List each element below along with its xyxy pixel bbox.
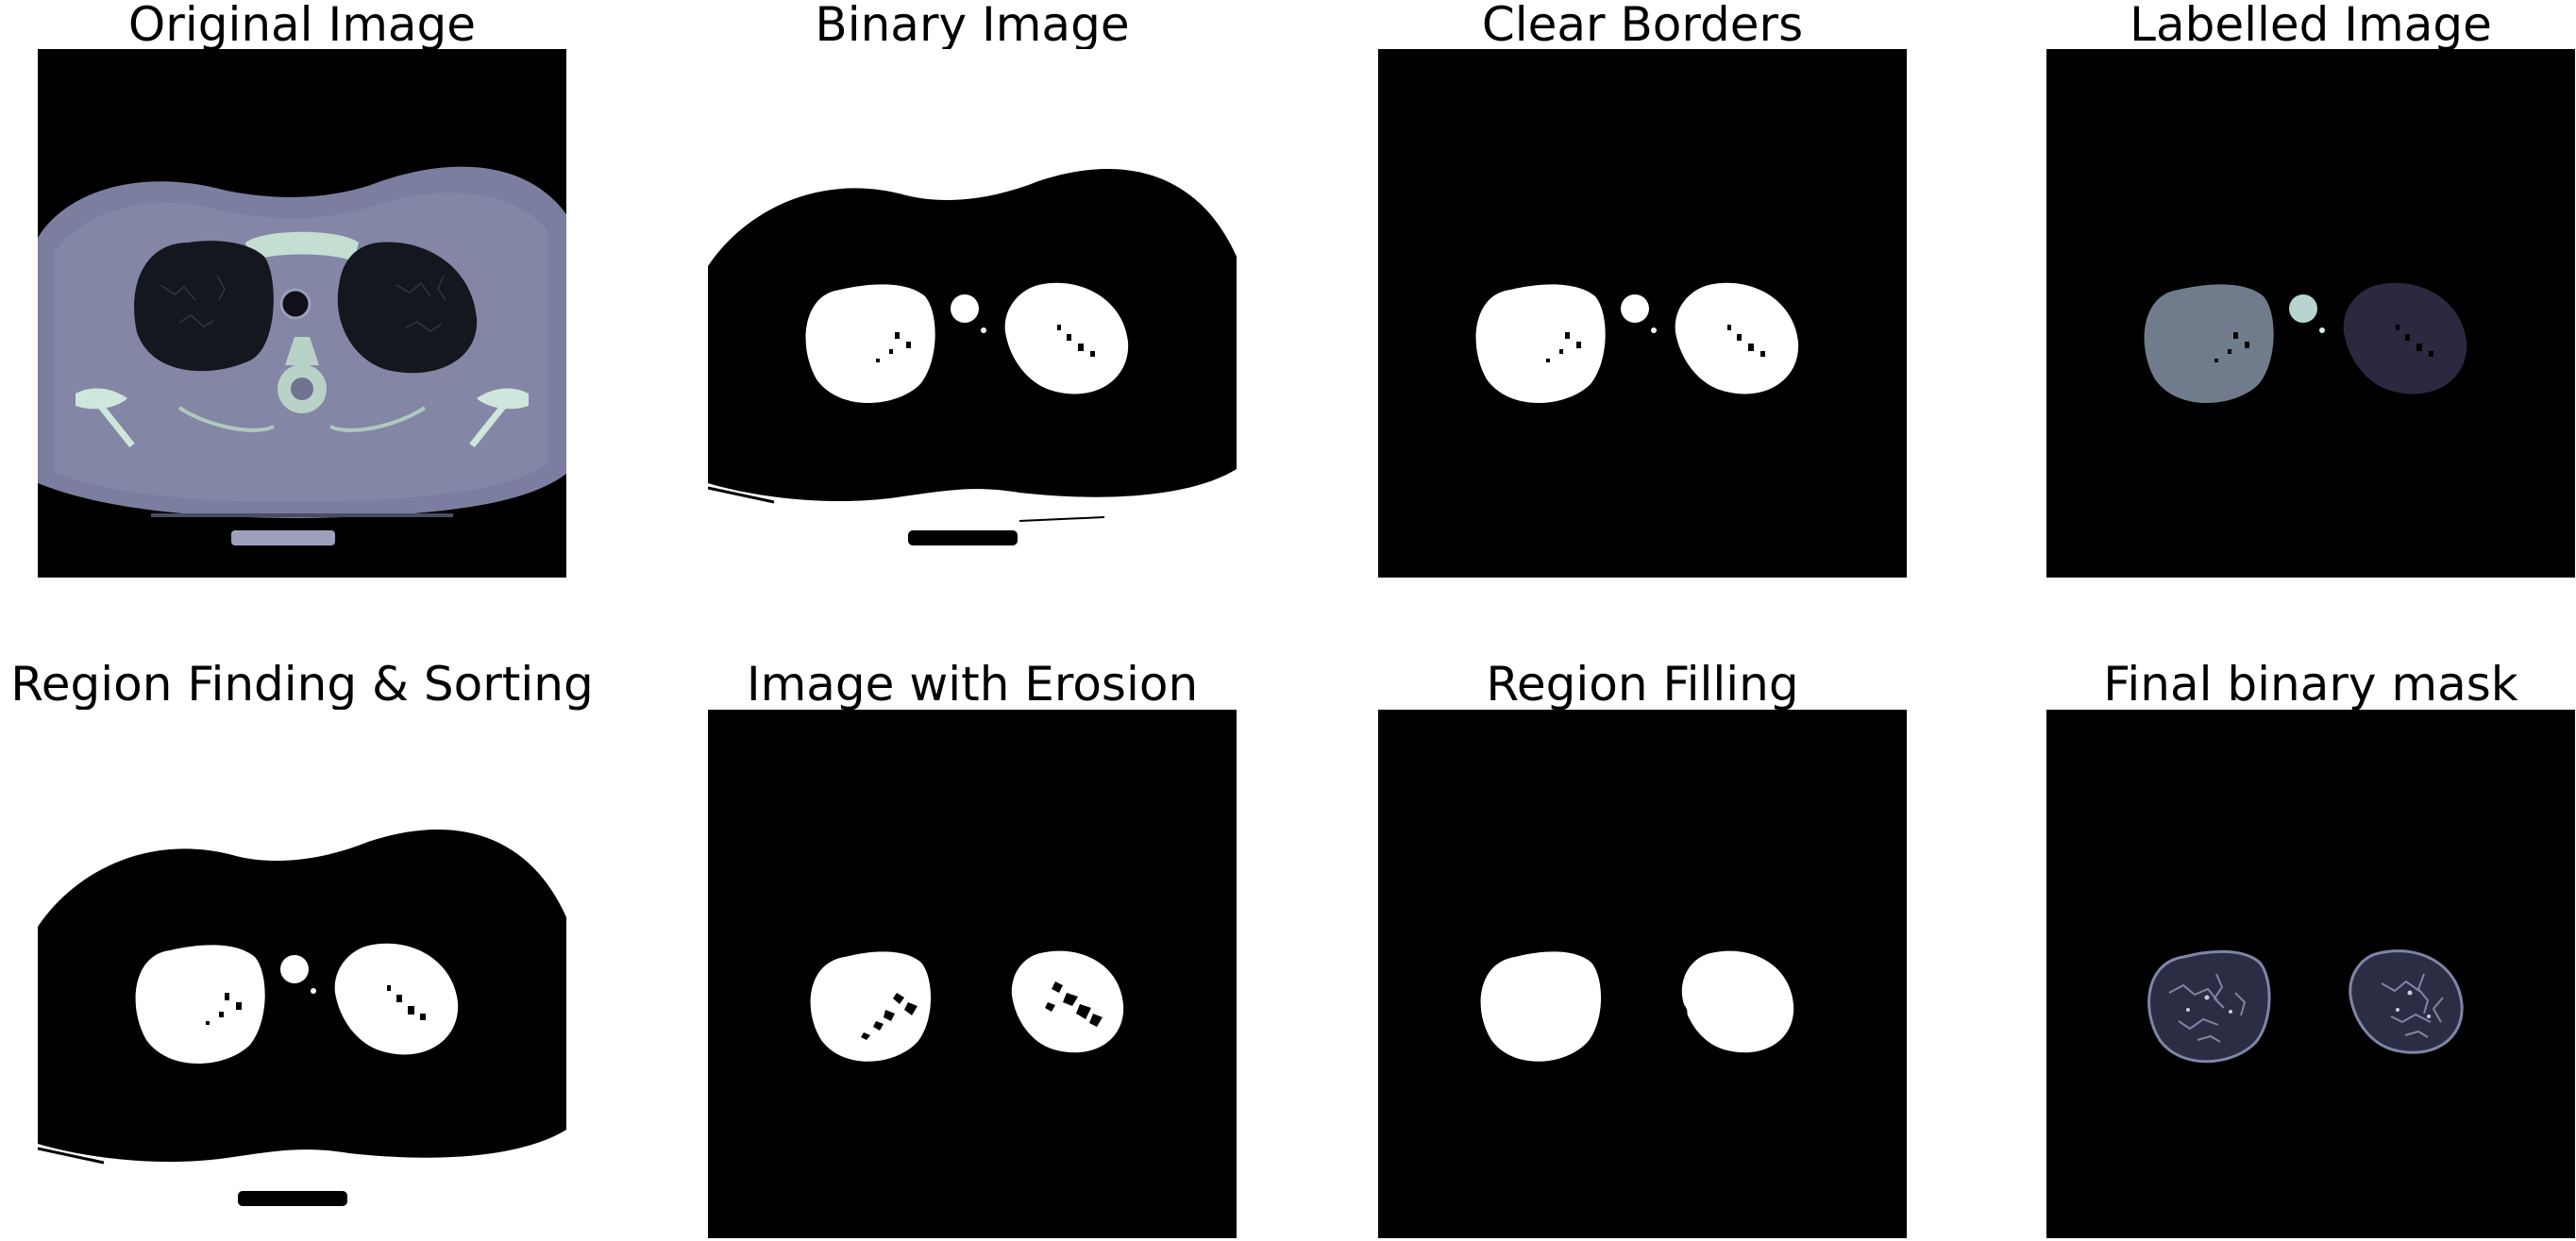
panel-title: Final binary mask [2103, 657, 2518, 712]
panel-title: Region Finding & Sorting [10, 657, 594, 712]
final-mask-image [2046, 710, 2575, 1238]
ct-scan-image [38, 49, 566, 578]
panel-title: Image with Erosion [746, 657, 1199, 712]
erosion-image [708, 710, 1237, 1238]
clear-borders-image [1378, 49, 1907, 578]
panel-title: Original Image [127, 0, 477, 52]
panel-title: Binary Image [815, 0, 1130, 52]
panel-title: Clear Borders [1481, 0, 1804, 52]
region-filling-image [1378, 710, 1907, 1238]
labelled-image [2046, 49, 2575, 578]
binary-image [708, 49, 1237, 578]
panel-title: Labelled Image [2130, 0, 2492, 52]
region-sorting-image [38, 710, 566, 1238]
panel-title: Region Filling [1486, 657, 1799, 712]
